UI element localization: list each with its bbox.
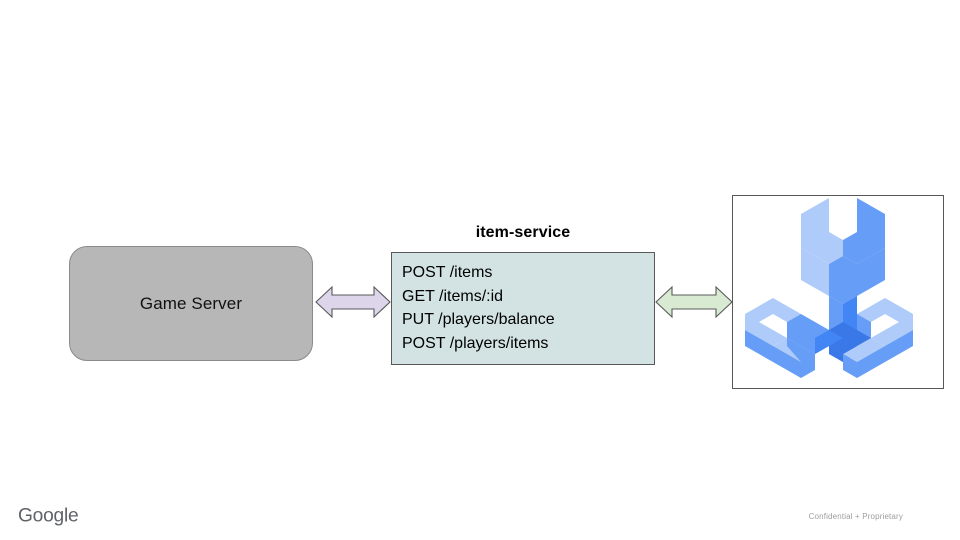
endpoint-row: PUT /players/balance bbox=[402, 311, 555, 328]
google-wordmark-text: Google bbox=[18, 505, 78, 526]
agones-icon bbox=[745, 198, 913, 378]
double-headed-arrow-shape bbox=[655, 285, 733, 319]
google-wordmark: Google bbox=[18, 504, 90, 528]
endpoint-row: POST /players/items bbox=[402, 334, 549, 352]
game-server-node[interactable]: Game Server bbox=[69, 246, 313, 361]
confidentiality-note: Confidential + Proprietary bbox=[808, 512, 903, 521]
double-headed-arrow-shape bbox=[315, 285, 391, 319]
endpoint-row: POST /items bbox=[402, 264, 493, 281]
item-service-node[interactable]: POST /items GET /items/:id PUT /players/… bbox=[391, 252, 655, 365]
endpoint-row: GET /items/:id bbox=[402, 287, 504, 305]
agones-logo-frame[interactable] bbox=[732, 195, 944, 389]
connector-item-service-to-agones[interactable] bbox=[655, 282, 733, 322]
item-service-title: item-service bbox=[475, 224, 571, 241]
connector-game-server-to-item-service[interactable] bbox=[315, 282, 391, 322]
google-logo-icon: Google bbox=[18, 505, 79, 526]
game-server-label: Game Server bbox=[139, 293, 243, 313]
